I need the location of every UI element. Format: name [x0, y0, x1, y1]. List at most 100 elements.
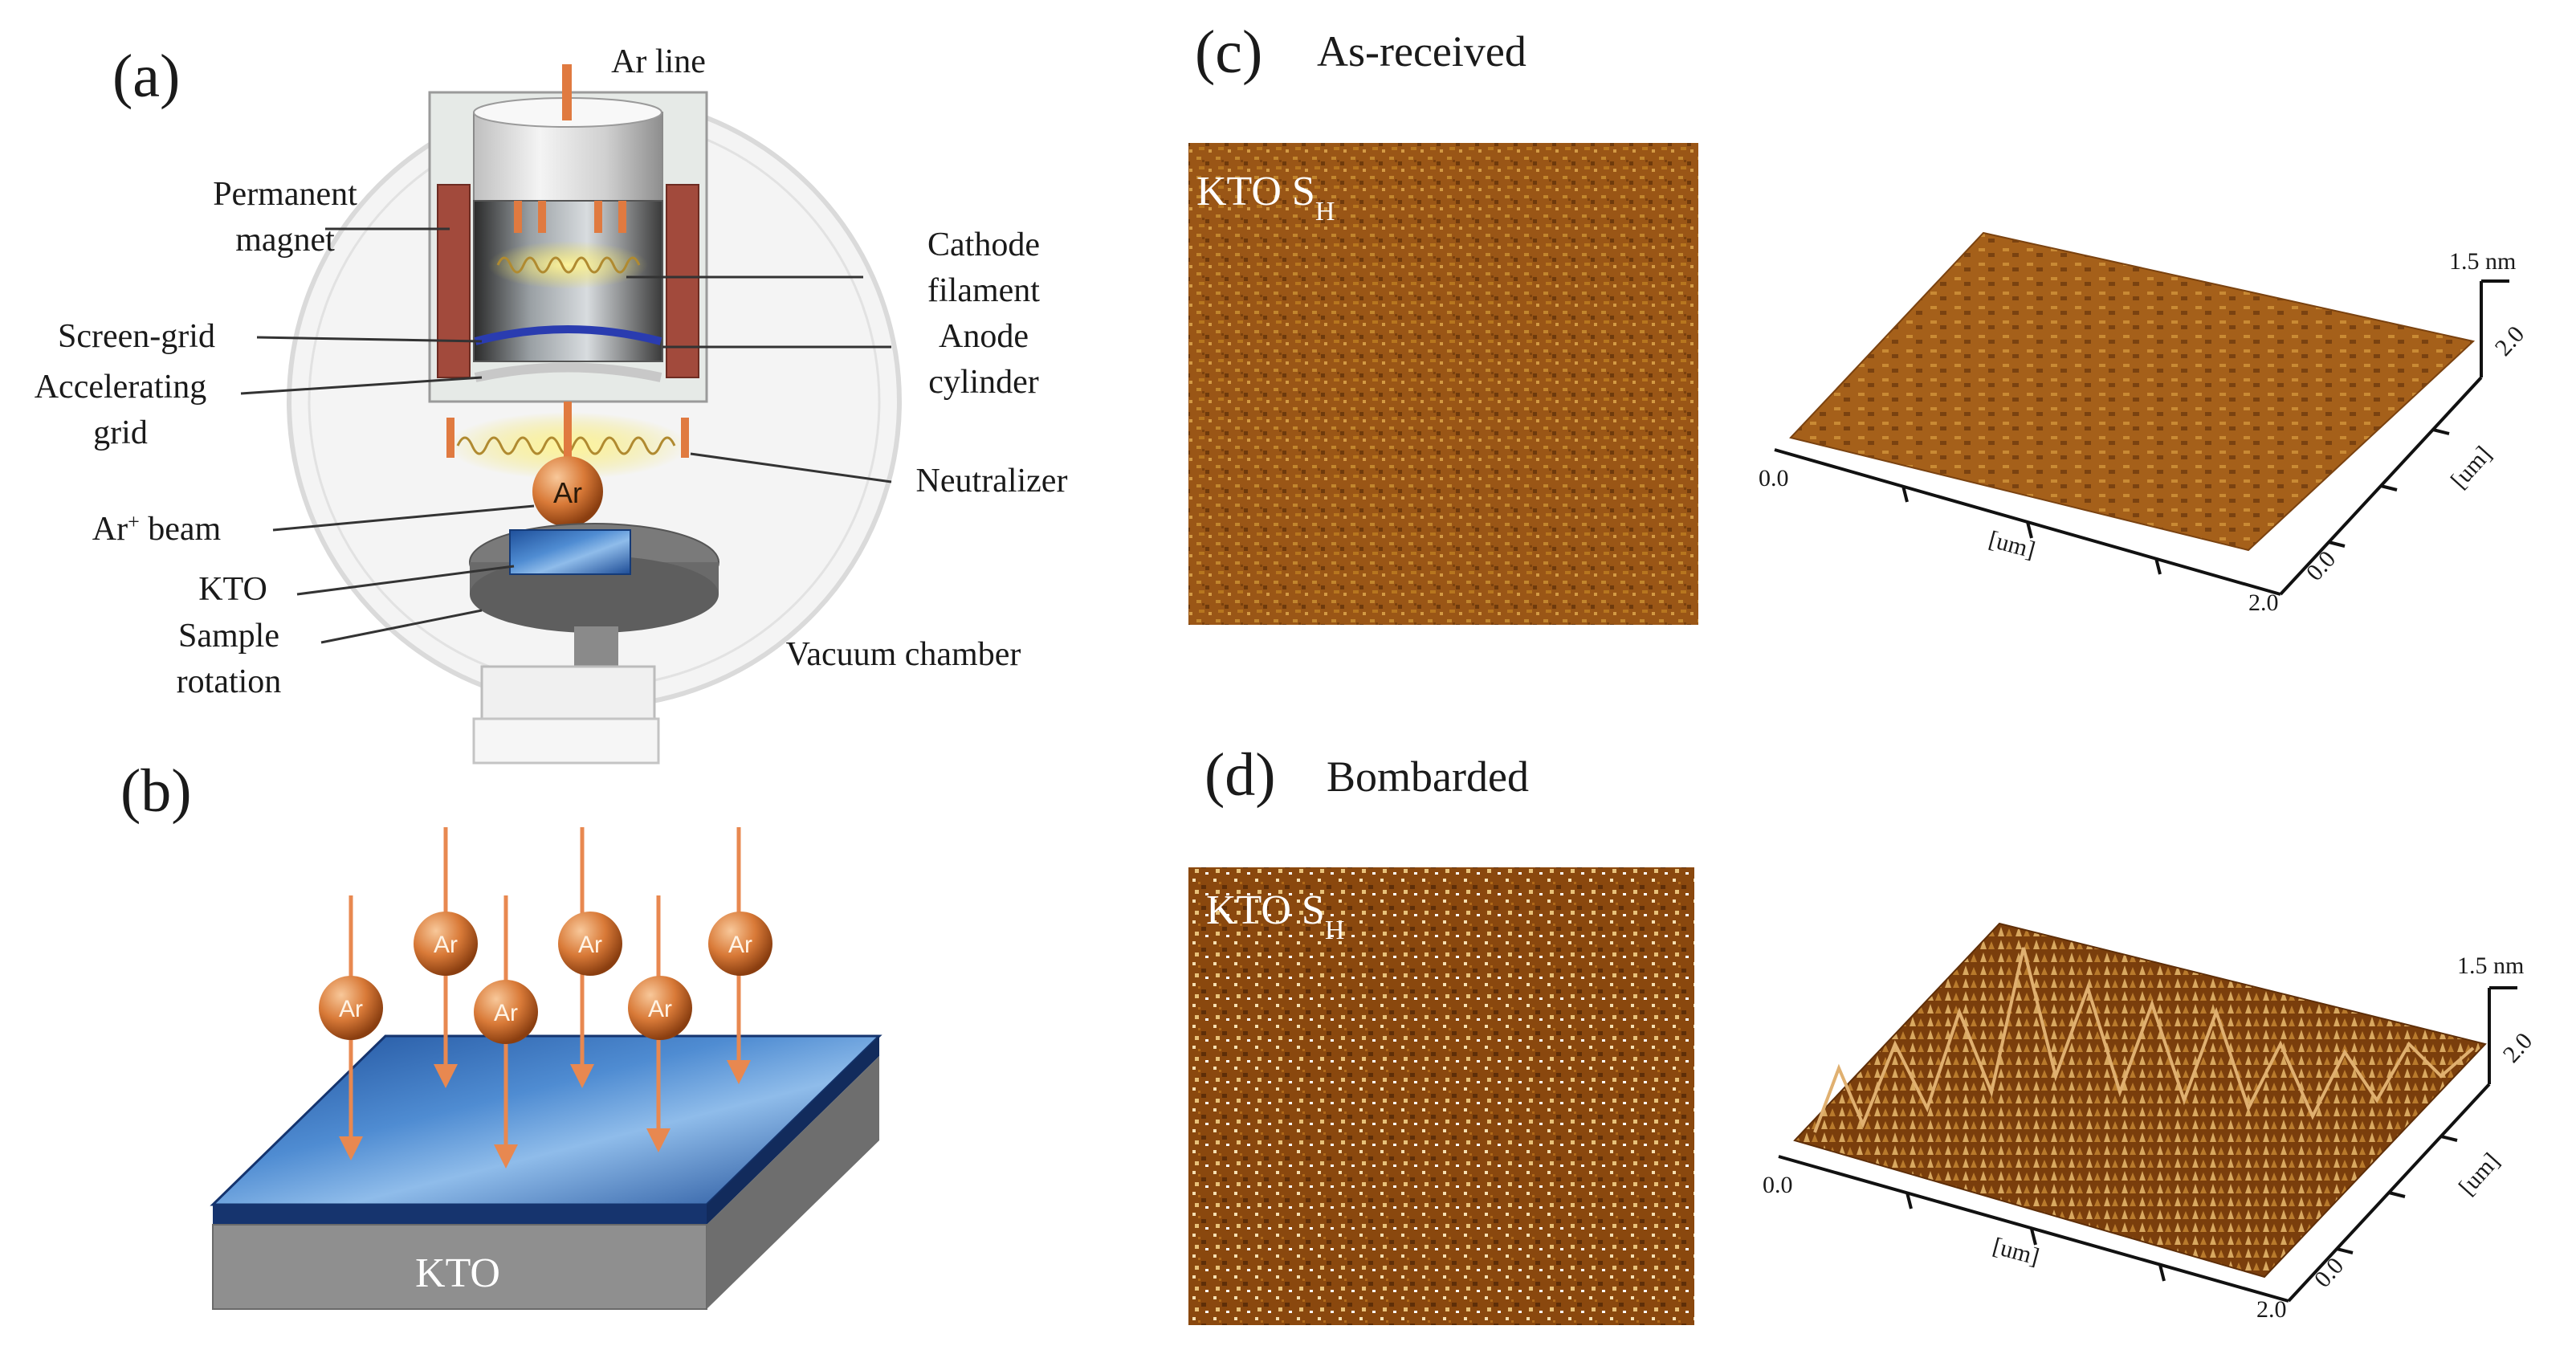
ion-ball-1	[319, 976, 383, 1040]
y-start-c: 0.0	[2301, 546, 2342, 586]
x-end-c: 2.0	[2248, 589, 2279, 616]
ion-ball-4-label: Ar	[578, 932, 602, 958]
ion-ball-2-label: Ar	[434, 932, 458, 958]
ion-ball-3-label: Ar	[494, 1000, 518, 1026]
x-start-c: 0.0	[1759, 465, 1789, 491]
panel-d: (d) Bombarded KTO SH 1.5 nm 0.0 2.0 [um]…	[1188, 741, 2537, 1325]
x-tick-d-1	[1906, 1192, 1913, 1209]
panel-a: (a) Ar	[35, 43, 1068, 765]
electrode-2	[538, 201, 546, 233]
neutralizer-electrode-right	[681, 418, 689, 458]
label-cathode-filament-line1: Cathode	[927, 226, 1040, 263]
electrode-4	[618, 201, 626, 233]
y-tick-c-3	[2432, 428, 2450, 435]
afm-image-d	[1188, 867, 1694, 1325]
leader-ar-beam	[272, 504, 535, 532]
electrode-3	[594, 201, 602, 233]
leader-neutralizer	[690, 452, 892, 483]
cathode-filament-coil	[496, 256, 641, 274]
ion-ball-6-label: Ar	[728, 932, 752, 958]
leader-screen-grid	[256, 336, 483, 343]
panel-b-tag: (b)	[120, 757, 192, 825]
label-accelerating-grid-line1: Accelerating	[35, 369, 207, 406]
afm-image-d-label: KTO SH	[1206, 887, 1344, 945]
ion-arrow-2-head	[434, 1064, 458, 1088]
filament-glow	[487, 241, 648, 289]
ion-ball-3	[474, 980, 538, 1044]
ion-balls: Ar Ar Ar Ar Ar Ar	[319, 912, 772, 1044]
label-permanent-magnet-line2: magnet	[235, 222, 335, 259]
ion-arrow-5-head	[646, 1128, 670, 1152]
x-axis-d	[1778, 1155, 2289, 1303]
ion-arrow-1-head	[339, 1136, 363, 1160]
label-vacuum-chamber: Vacuum chamber	[786, 636, 1021, 673]
ion-ball-2	[414, 912, 478, 976]
ion-ball-6	[708, 912, 772, 976]
label-anode-cylinder-line1: Anode	[939, 318, 1029, 355]
x-tick-d-2	[2030, 1228, 2037, 1246]
ar-ion-ball-label: Ar	[553, 476, 582, 509]
height-scale-d: 1.5 nm	[2457, 952, 2524, 979]
y-tick-d-2	[2388, 1191, 2406, 1198]
panel-b: (b) KTO Ar Ar Ar	[120, 757, 882, 1310]
x-tick-c-3	[2154, 557, 2162, 575]
rotation-base-1	[480, 665, 656, 724]
label-ar-line: Ar line	[611, 43, 706, 80]
ar-line-pipe	[562, 64, 572, 120]
y-start-d: 0.0	[2309, 1253, 2350, 1293]
surface-3d-d	[1793, 922, 2487, 1279]
panel-c-tag: (c)	[1195, 18, 1262, 86]
kto-slab-front	[212, 1224, 707, 1310]
kto-slab-side	[707, 1056, 879, 1309]
surface-3d-c	[1789, 231, 2476, 552]
ar-ion-ball	[532, 456, 603, 527]
y-axis-label-d: [um]	[2454, 1148, 2505, 1200]
surface-3d-d-peaks	[1813, 947, 2475, 1133]
screen-grid-shape	[474, 325, 662, 345]
label-anode-cylinder-line2: cylinder	[928, 364, 1039, 401]
electrode-1	[514, 201, 522, 233]
y-end-c: 2.0	[2490, 321, 2530, 361]
kto-slab-edge-front	[213, 1205, 707, 1225]
label-accelerating-grid-line2: grid	[93, 414, 148, 451]
rotation-shaft	[574, 626, 618, 667]
accelerating-grid-shape	[474, 362, 662, 382]
ion-ball-5	[628, 976, 692, 1040]
neutralizer-electrode-left	[446, 418, 454, 458]
label-neutralizer: Neutralizer	[916, 463, 1068, 500]
ion-ball-4	[558, 912, 622, 976]
kto-slab-edge-side	[707, 1036, 879, 1225]
label-cathode-filament-line2: filament	[927, 272, 1040, 309]
y-axis-label-c: [um]	[2446, 441, 2497, 493]
y-tick-d-3	[2440, 1135, 2458, 1142]
ion-ball-5-label: Ar	[648, 996, 672, 1022]
rotation-base-2	[472, 717, 660, 765]
x-start-d: 0.0	[1763, 1172, 1793, 1198]
ion-arrow-3-head	[494, 1144, 518, 1169]
ion-arrow-4-head	[570, 1064, 594, 1088]
leader-kto	[296, 565, 515, 596]
y-tick-c-2	[2380, 484, 2398, 491]
label-sample-rotation-line1: Sample	[178, 618, 279, 655]
y-tick-d-1	[2336, 1247, 2354, 1254]
label-screen-grid: Screen-grid	[58, 318, 215, 355]
permanent-magnet-right	[666, 184, 699, 378]
panel-d-tag: (d)	[1204, 741, 1276, 809]
ion-arrow-6-head	[727, 1060, 751, 1084]
kto-sample-shape	[509, 529, 631, 575]
label-permanent-magnet-line1: Permanent	[213, 176, 357, 213]
x-tick-c-2	[2026, 521, 2033, 539]
leader-accelerating-grid	[240, 376, 483, 395]
label-kto: KTO	[198, 571, 267, 608]
ion-ball-1-label: Ar	[339, 996, 363, 1022]
panel-d-title: Bombarded	[1327, 753, 1529, 801]
panel-c-title: As-received	[1317, 27, 1526, 75]
afm-image-c	[1188, 143, 1698, 625]
leader-sample-rotation	[320, 609, 483, 644]
afm-image-c-label: KTO SH	[1196, 169, 1335, 226]
y-tick-c-1	[2328, 540, 2346, 548]
permanent-magnet-left	[437, 184, 471, 378]
label-ar-beam: Ar+ beam	[92, 510, 222, 549]
x-tick-c-1	[1901, 485, 1909, 503]
